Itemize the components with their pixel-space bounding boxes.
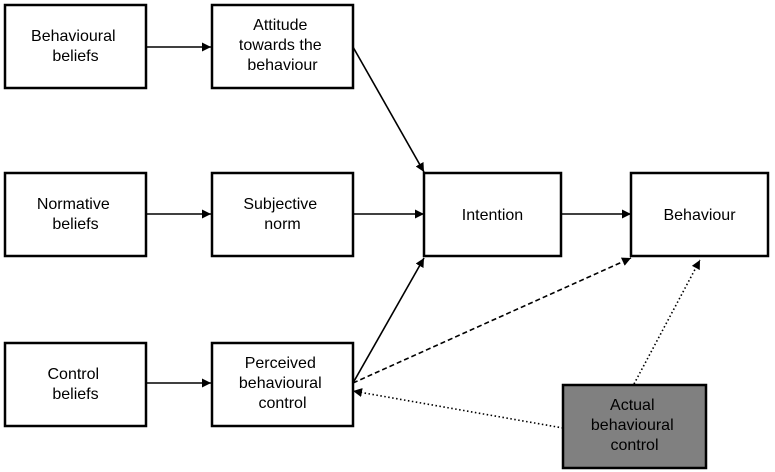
- dotted-arrow-actual-control-to-perceived-control: [352, 388, 564, 429]
- edges: [146, 42, 701, 429]
- arrow-perceived-control-to-intention: [352, 257, 425, 384]
- node-normative-beliefs: Normative beliefs: [3, 171, 148, 258]
- node-label: Control beliefs: [47, 366, 103, 403]
- node-actual-behavioural-control: Actual behavioural control: [561, 383, 708, 470]
- arrow-attitude-to-intention: [352, 46, 425, 173]
- node-attitude-towards-the-behaviour: Attitude towards the behaviour: [210, 3, 355, 90]
- node-label: Behavioural beliefs: [31, 28, 120, 65]
- dashed-arrow-perceived-control-to-behaviour: [352, 257, 632, 384]
- node-control-beliefs: Control beliefs: [3, 341, 148, 428]
- node-label: Behaviour: [663, 207, 736, 224]
- node-label: Perceived behavioural control: [239, 355, 326, 412]
- node-label: Normative beliefs: [37, 196, 114, 233]
- node-behaviour: Behaviour: [629, 171, 770, 258]
- node-label: Intention: [462, 207, 523, 224]
- dotted-arrow-actual-control-to-behaviour: [633, 259, 701, 385]
- node-label: Subjective norm: [243, 196, 321, 233]
- node-perceived-behavioural-control: Perceived behavioural control: [210, 341, 355, 428]
- node-label: Attitude towards the behaviour: [239, 17, 326, 74]
- node-behavioural-beliefs: Behavioural beliefs: [3, 3, 148, 90]
- node-label: Actual behavioural control: [591, 397, 678, 454]
- node-subjective-norm: Subjective norm: [210, 171, 355, 258]
- node-intention: Intention: [422, 171, 563, 258]
